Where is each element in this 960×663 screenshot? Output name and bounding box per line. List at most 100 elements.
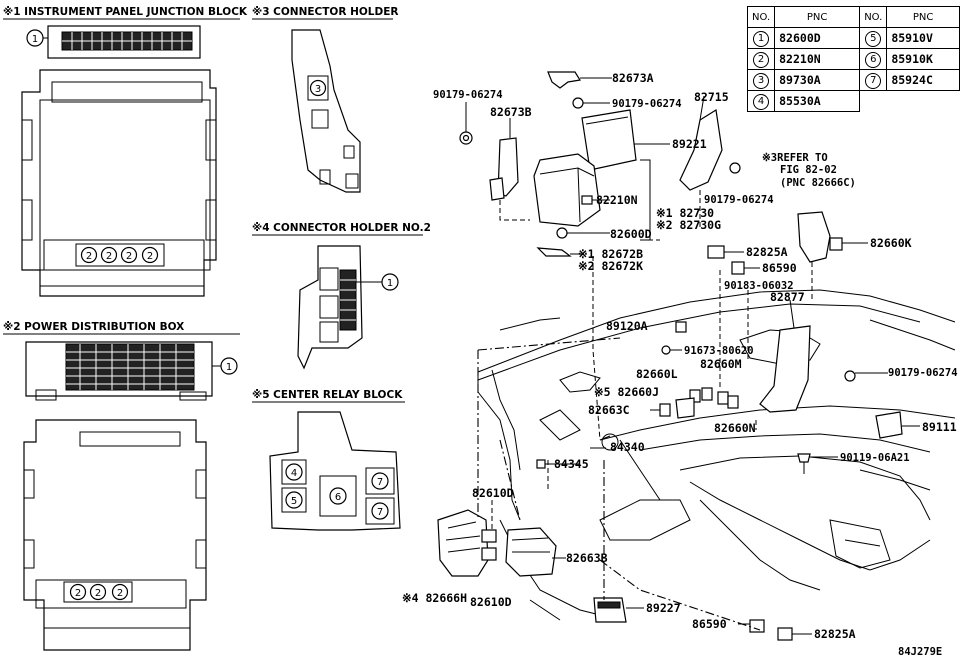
label-82730: ※1 82730: [656, 206, 714, 220]
row-pnc: 89730A: [774, 69, 861, 91]
svg-text:2: 2: [75, 588, 81, 599]
connector-holder-2-inset: ※4 CONNECTOR HOLDER NO.2 1: [252, 222, 431, 370]
connector-holder-heading: ※3 CONNECTOR HOLDER: [252, 6, 398, 18]
row-number: 4: [753, 93, 770, 110]
label-82825A-bot: 82825A: [814, 627, 856, 641]
svg-text:2: 2: [126, 251, 132, 262]
ipjb-heading: ※1 INSTRUMENT PANEL JUNCTION BLOCK: [3, 6, 248, 18]
part-labels: 82673A 90179-06274 90179-06274 82673B 82…: [402, 71, 958, 658]
label-84345: 84345: [554, 457, 589, 471]
label-82672K: ※2 82672K: [578, 259, 643, 273]
svg-text:5: 5: [291, 496, 297, 507]
label-82663B: 82663B: [566, 551, 608, 565]
center-relay-inset: ※5 CENTER RELAY BLOCK 4 5 6 7 7: [252, 389, 405, 531]
label-82600D: 82600D: [610, 227, 652, 241]
svg-text:2: 2: [147, 251, 153, 262]
label-82660L: 82660L: [636, 367, 678, 381]
row-pnc: 85910V: [886, 27, 960, 49]
header-no-2: NO.: [859, 6, 888, 28]
label-84340: 84340: [610, 440, 645, 454]
label-90119: 90119-06A21: [840, 452, 910, 464]
row-number: 5: [865, 30, 882, 47]
svg-text:2: 2: [117, 588, 123, 599]
svg-text:2: 2: [106, 251, 112, 262]
svg-text:1: 1: [387, 278, 393, 289]
svg-text:1: 1: [32, 34, 38, 45]
label-82730G: ※2 82730G: [656, 218, 721, 232]
parts: [437, 71, 920, 641]
refer-line-3: (PNC 82666C): [780, 177, 856, 189]
leader-lines: [477, 190, 813, 631]
connector-holder-2-heading: ※4 CONNECTOR HOLDER NO.2: [252, 222, 431, 234]
header-no-1: NO.: [746, 6, 776, 28]
svg-text:7: 7: [377, 507, 383, 518]
power-dist-inset: ※2 POWER DISTRIBUTION BOX 1 2 2 2: [3, 321, 240, 651]
ipjb-inset: ※1 INSTRUMENT PANEL JUNCTION BLOCK 1 2 2…: [3, 6, 248, 297]
refer-line-2: FIG 82-02: [780, 164, 837, 176]
label-82672B: ※1 82672B: [578, 247, 643, 261]
svg-text:3: 3: [315, 84, 321, 95]
svg-text:7: 7: [377, 477, 383, 488]
table-row: 1 82600D 5 85910V: [746, 27, 960, 49]
label-82210N: 82210N: [596, 193, 638, 207]
label-90179-a: 90179-06274: [433, 89, 503, 101]
svg-text:2: 2: [95, 588, 101, 599]
label-82673A: 82673A: [612, 71, 654, 85]
label-82660M: 82660M: [700, 357, 742, 371]
label-82610D-a: 82610D: [472, 486, 514, 500]
label-82877: 82877: [770, 290, 805, 304]
label-82666H: ※4 82666H: [402, 591, 467, 605]
row-pnc: 82600D: [774, 27, 861, 49]
row-number: 7: [865, 72, 882, 89]
label-91673: 91673-80620: [684, 345, 754, 357]
svg-text:1: 1: [226, 362, 232, 373]
svg-text:4: 4: [291, 468, 297, 479]
label-82663C: 82663C: [588, 403, 630, 417]
table-row: 4 85530A: [746, 90, 960, 112]
label-82825A-top: 82825A: [746, 245, 788, 259]
connector-holder-inset: ※3 CONNECTOR HOLDER 3: [252, 6, 398, 193]
power-dist-heading: ※2 POWER DISTRIBUTION BOX: [3, 321, 184, 333]
marker-7: [371, 502, 389, 520]
header-pnc-2: PNC: [886, 6, 960, 28]
label-89227: 89227: [646, 601, 681, 615]
figure-id: 84J279E: [898, 646, 942, 658]
label-82660K: 82660K: [870, 236, 912, 250]
ipjb-connectors-2: 2 2 2 2: [80, 246, 159, 264]
pnc-table: NO. PNC NO. PNC 1 82600D 5 85910V 2 8221…: [746, 6, 960, 112]
label-90179-c: 90179-06274: [704, 194, 774, 206]
table-row: 3 89730A 7 85924C: [746, 69, 960, 91]
marker-6: [329, 487, 347, 505]
label-82660J: ※5 82660J: [594, 385, 659, 399]
label-89120A: 89120A: [606, 319, 648, 333]
table-header-row: NO. PNC NO. PNC: [746, 6, 960, 28]
label-86590-bot: 86590: [692, 617, 727, 631]
marker-1: [220, 357, 238, 375]
center-relay-heading: ※5 CENTER RELAY BLOCK: [252, 389, 403, 401]
marker-4: [285, 463, 303, 481]
label-90183: 90183-06032: [724, 280, 794, 292]
label-89221: 89221: [672, 137, 707, 151]
refer-line-1: ※3REFER TO: [762, 152, 828, 164]
row-pnc: 85530A: [774, 90, 861, 112]
pdb-connectors-2: 2 2 2: [69, 583, 129, 601]
svg-text:2: 2: [86, 251, 92, 262]
marker-1: [26, 29, 44, 47]
row-pnc: 85924C: [886, 69, 960, 91]
label-90179-b: 90179-06274: [612, 98, 682, 110]
label-86590-top: 86590: [762, 261, 797, 275]
row-pnc: 82210N: [774, 48, 861, 70]
row-number: 2: [753, 51, 770, 68]
header-pnc-1: PNC: [774, 6, 861, 28]
marker-1: [381, 273, 399, 291]
marker-7: [371, 472, 389, 490]
label-82610D-b: 82610D: [470, 595, 512, 609]
label-82715: 82715: [694, 90, 729, 104]
marker-5: [285, 491, 303, 509]
label-82673B: 82673B: [490, 105, 532, 119]
table-row: 2 82210N 6 85910K: [746, 48, 960, 70]
row-number: 3: [753, 72, 770, 89]
row-pnc: 85910K: [886, 48, 960, 70]
label-90179-d: 90179-06274: [888, 367, 958, 379]
